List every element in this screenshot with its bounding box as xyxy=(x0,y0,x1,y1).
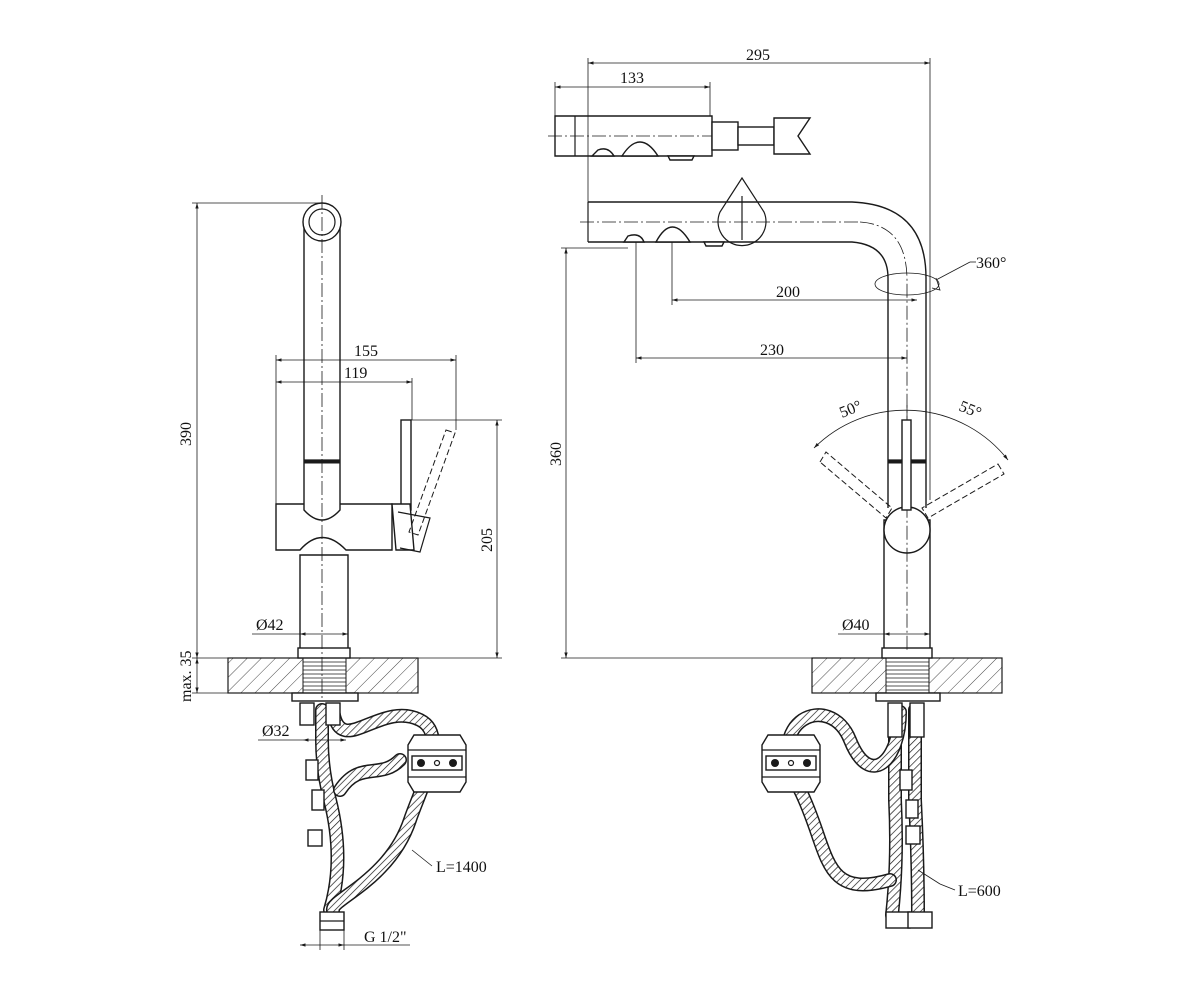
dim-133: 133 xyxy=(620,70,644,87)
dim-thread: G 1/2" xyxy=(364,929,407,946)
dim-angle-55: 55° xyxy=(957,398,984,422)
dim-dia32: Ø32 xyxy=(262,723,290,740)
dim-155: 155 xyxy=(354,343,378,360)
left-view: 390 max. 35 155 119 205 Ø42 Ø32 L=1400 G… xyxy=(178,195,502,950)
faucet-body-left xyxy=(299,554,349,651)
dim-360: 360 xyxy=(548,442,565,466)
dim-230: 230 xyxy=(760,342,784,359)
dim-dia42: Ø42 xyxy=(256,617,284,634)
dim-295: 295 xyxy=(746,47,770,64)
dim-dia40: Ø40 xyxy=(842,617,870,634)
dim-rotation: 360° xyxy=(976,255,1006,272)
dim-390: 390 xyxy=(178,422,195,446)
dim-200: 200 xyxy=(776,284,800,301)
mount-nut-left xyxy=(291,692,359,702)
water-drop-icon xyxy=(717,176,767,247)
dim-205: 205 xyxy=(479,528,496,552)
dim-119: 119 xyxy=(344,365,367,382)
dim-l1400: L=1400 xyxy=(436,859,487,876)
right-view: 295 133 360° 200 230 360 50° 55° Ø40 L=6… xyxy=(548,47,1009,929)
dim-l600: L=600 xyxy=(958,883,1001,900)
dim-max35: max. 35 xyxy=(178,650,195,702)
